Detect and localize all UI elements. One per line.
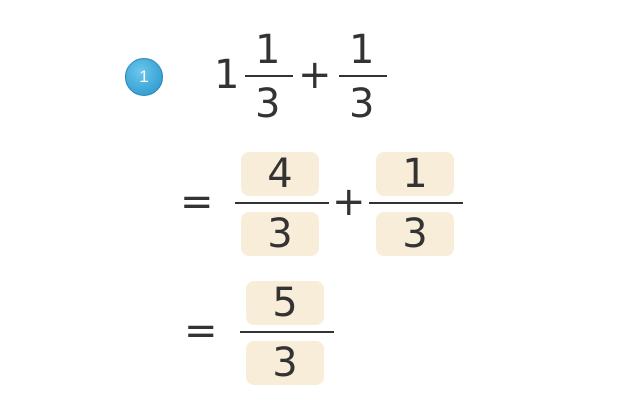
answer-box-denominator[interactable]: 3 bbox=[246, 341, 324, 385]
problem-number-badge: 1 bbox=[125, 58, 163, 96]
answer-box-numerator[interactable]: 4 bbox=[241, 152, 319, 196]
answer-box-numerator[interactable]: 5 bbox=[246, 281, 324, 325]
frac1-numerator: 1 bbox=[255, 27, 281, 73]
result-bar bbox=[240, 331, 334, 333]
frac1-bar bbox=[245, 75, 293, 77]
frac2-bar bbox=[369, 202, 463, 204]
plus-sign: + bbox=[298, 52, 332, 98]
frac2-denominator: 3 bbox=[349, 81, 375, 127]
equals-sign: = bbox=[184, 308, 218, 354]
plus-sign: + bbox=[332, 179, 366, 225]
frac2-numerator: 1 bbox=[349, 27, 375, 73]
answer-box-denominator[interactable]: 3 bbox=[376, 212, 454, 256]
answer-box-denominator[interactable]: 3 bbox=[241, 212, 319, 256]
equals-sign: = bbox=[180, 179, 214, 225]
frac1-denominator: 3 bbox=[255, 81, 281, 127]
frac2-bar bbox=[339, 75, 387, 77]
mixed-whole: 1 bbox=[214, 52, 240, 98]
answer-box-numerator[interactable]: 1 bbox=[376, 152, 454, 196]
frac1-bar bbox=[235, 202, 329, 204]
